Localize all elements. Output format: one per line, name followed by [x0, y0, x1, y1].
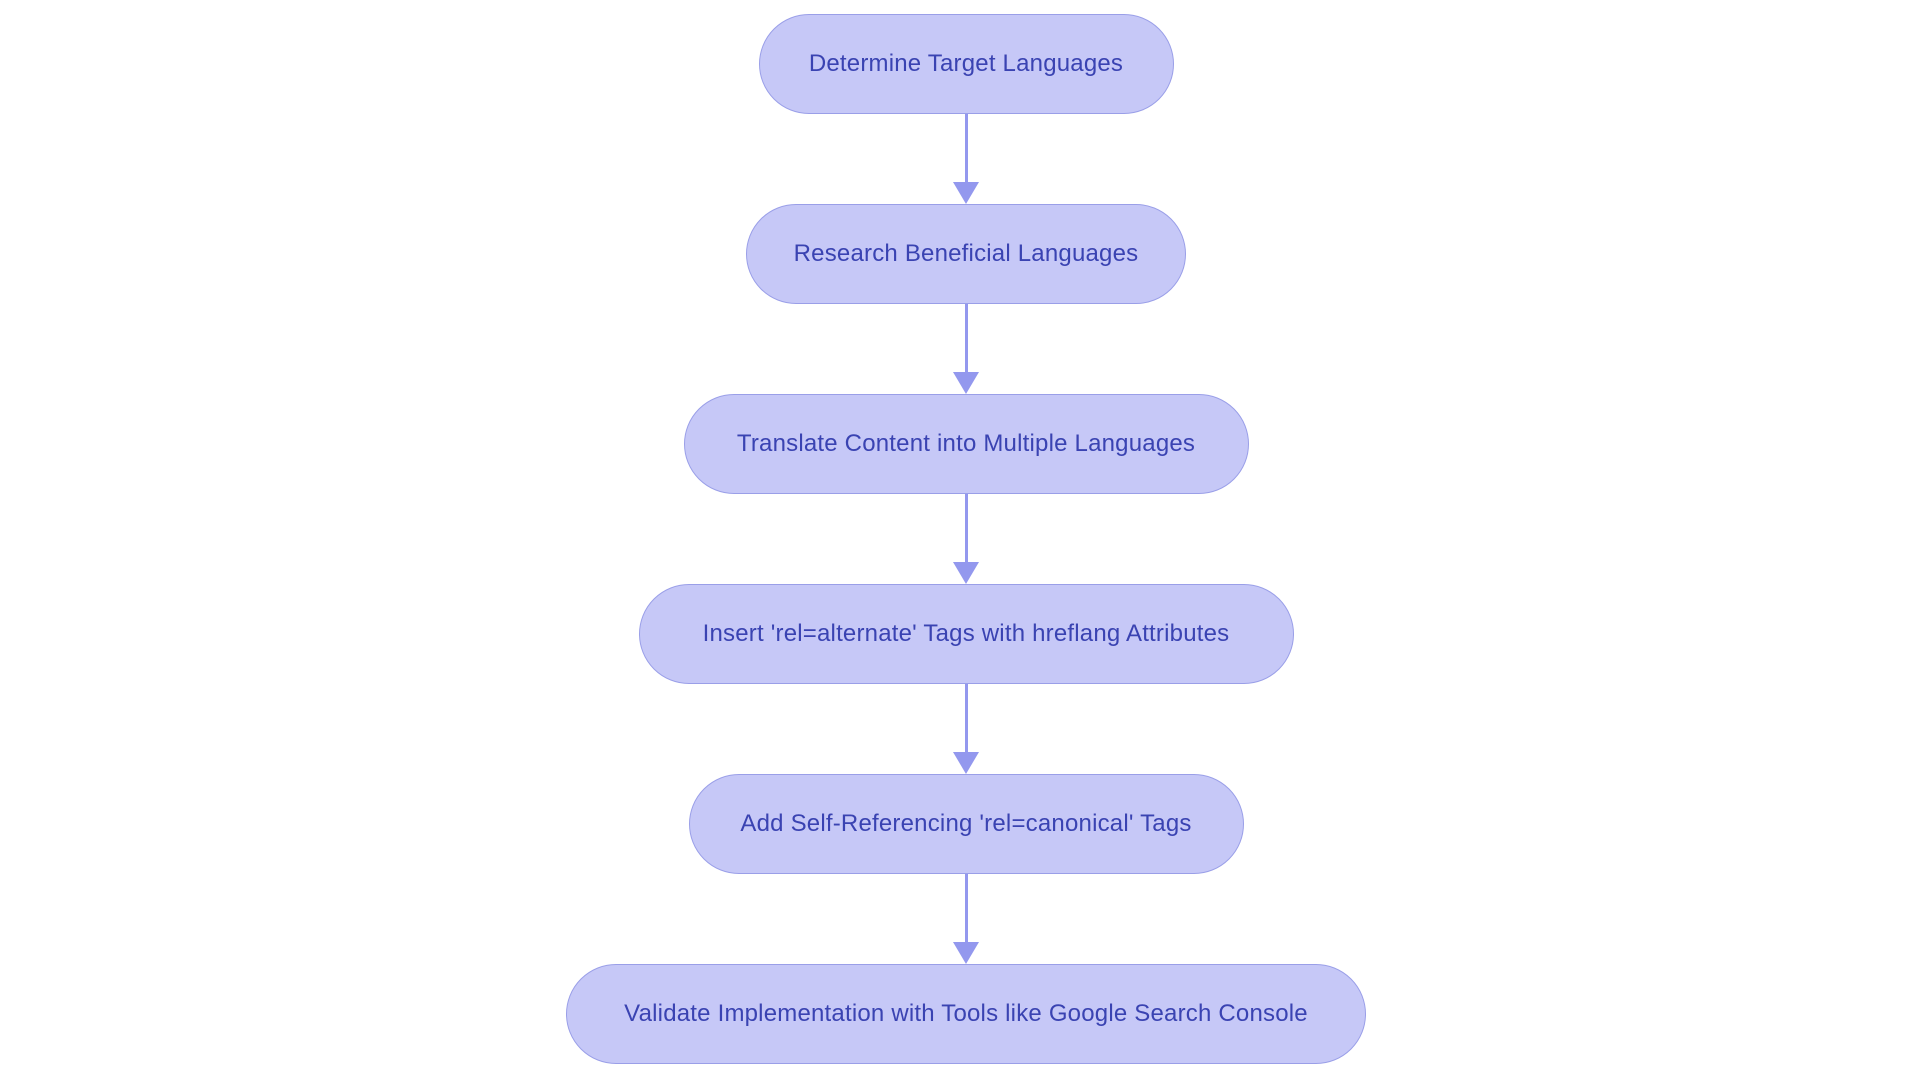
- flow-node-insert-rel-alternate-tags: Insert 'rel=alternate' Tags with hreflan…: [638, 584, 1294, 684]
- flow-node-label: Translate Content into Multiple Language…: [736, 430, 1196, 457]
- flow-arrow-3-4: [953, 494, 979, 584]
- arrow-head-icon: [953, 182, 979, 204]
- arrow-line: [964, 684, 968, 752]
- flow-node-label: Insert 'rel=alternate' Tags with hreflan…: [702, 620, 1230, 647]
- arrow-head-icon: [953, 562, 979, 584]
- flow-arrow-2-3: [953, 304, 979, 394]
- flow-node-add-rel-canonical-tags: Add Self-Referencing 'rel=canonical' Tag…: [688, 774, 1244, 874]
- flow-node-translate-content: Translate Content into Multiple Language…: [683, 394, 1249, 494]
- flowchart-column: Determine Target Languages Research Bene…: [566, 14, 1366, 1064]
- arrow-head-icon: [953, 752, 979, 774]
- flow-node-determine-target-languages: Determine Target Languages: [758, 14, 1174, 114]
- flow-node-label: Validate Implementation with Tools like …: [624, 1000, 1308, 1027]
- flow-node-label: Research Beneficial Languages: [793, 240, 1139, 267]
- flow-arrow-4-5: [953, 684, 979, 774]
- arrow-line: [964, 114, 968, 182]
- arrow-line: [964, 494, 968, 562]
- flow-node-label: Determine Target Languages: [808, 50, 1124, 77]
- arrow-line: [964, 874, 968, 942]
- flow-arrow-1-2: [953, 114, 979, 204]
- flow-node-research-beneficial-languages: Research Beneficial Languages: [746, 204, 1186, 304]
- flow-node-label: Add Self-Referencing 'rel=canonical' Tag…: [740, 810, 1192, 837]
- arrow-head-icon: [953, 942, 979, 964]
- flow-node-validate-implementation: Validate Implementation with Tools like …: [566, 964, 1366, 1064]
- arrow-head-icon: [953, 372, 979, 394]
- flow-arrow-5-6: [953, 874, 979, 964]
- arrow-line: [964, 304, 968, 372]
